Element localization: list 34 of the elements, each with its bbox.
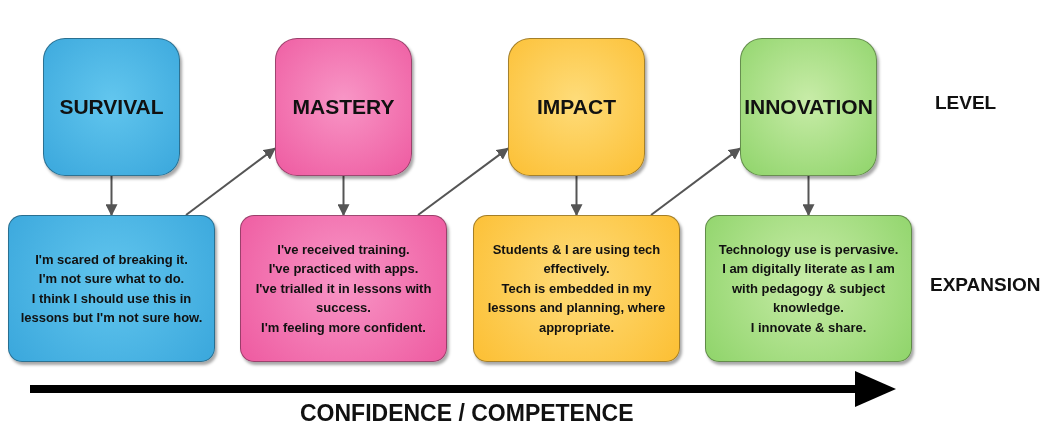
statement-text: Tech is embedded in my lessons and planning, where appropriate. — [486, 279, 667, 337]
statement-text: I've practiced with apps. — [268, 260, 419, 279]
statement-text: I've received training. — [277, 240, 410, 259]
expansion-box — [8, 215, 215, 362]
expansion-box — [473, 215, 680, 362]
arrow — [337, 175, 350, 217]
level-box — [740, 38, 877, 176]
row-label: EXPANSION — [930, 274, 1041, 296]
level-title: MASTERY — [292, 95, 395, 119]
arrow — [185, 147, 276, 216]
statement-text: I am digitally literate as I am with pedagogy & subject knowledge. — [721, 260, 896, 318]
statement-text: I innovate & share. — [750, 318, 867, 337]
level-box — [275, 38, 412, 176]
axis-label: CONFIDENCE / COMPETENCE — [300, 400, 634, 427]
level-title: INNOVATION — [744, 95, 873, 119]
statement-text: Students & I are using tech effectively. — [491, 240, 662, 279]
statement-text: I've trialled it in lessons with success. — [254, 279, 433, 318]
level-title: IMPACT — [537, 95, 616, 119]
row-label: LEVEL — [935, 92, 997, 114]
arrow — [105, 175, 118, 217]
statement-text: I'm not sure what to do. — [38, 270, 185, 288]
arrow — [417, 147, 509, 216]
statement-text: Technology use is pervasive. — [718, 240, 899, 259]
statement-text: I'm feeling more confident. — [261, 318, 426, 337]
expansion-box — [705, 215, 912, 362]
expansion-box — [240, 215, 447, 362]
level-title: SURVIVAL — [59, 95, 164, 119]
arrow — [802, 175, 815, 217]
level-box — [508, 38, 645, 176]
statement-text: I think I should use this in lessons but I'm not sure how. — [19, 289, 204, 327]
statement-text: I'm scared of breaking it. — [35, 250, 188, 269]
arrow — [650, 147, 741, 216]
arrow — [570, 175, 583, 217]
level-box — [43, 38, 180, 176]
